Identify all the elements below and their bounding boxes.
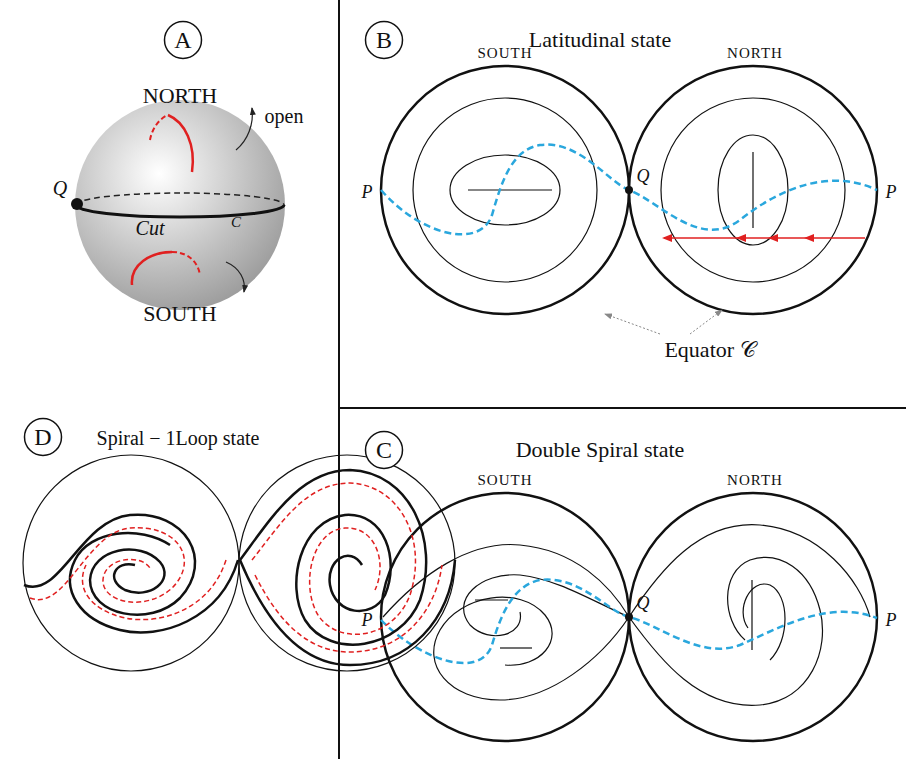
- panel-divider: [339, 0, 906, 759]
- figure-label: Q: [53, 178, 67, 198]
- panel-letter-circle: B: [361, 20, 407, 60]
- figure-label: SOUTH: [477, 473, 532, 488]
- figure-label: Q: [637, 594, 650, 612]
- sphere: [71, 100, 285, 310]
- figure-label: Equator 𝒞: [664, 339, 755, 361]
- spiral-one-loop-state: [23, 455, 455, 671]
- panel-letter: C: [361, 430, 407, 470]
- panel-letter: B: [361, 20, 407, 60]
- panel-letter-circle: A: [160, 20, 206, 60]
- double-spiral-state: [381, 493, 877, 741]
- figure-label: Latitudinal state: [529, 29, 671, 51]
- figure-label: NORTH: [727, 46, 783, 61]
- figure-label: SOUTH: [143, 303, 216, 325]
- panel-letter: A: [160, 20, 206, 60]
- figure-label: P: [886, 611, 897, 629]
- panel-letter-circle: C: [361, 430, 407, 470]
- figure-label: P: [362, 611, 373, 629]
- panel-letter: D: [20, 417, 66, 457]
- figure-label: Double Spiral state: [516, 439, 685, 461]
- figure-label: NORTH: [727, 473, 783, 488]
- panel-letter-circle: D: [20, 417, 66, 457]
- figure-label: NORTH: [143, 85, 217, 107]
- figure-label: C: [231, 215, 241, 230]
- figure-label: Spiral − 1Loop state: [97, 428, 260, 448]
- figure-label: open: [265, 106, 304, 126]
- figure-label: P: [362, 183, 373, 201]
- figure-label: Cut: [136, 218, 165, 238]
- figure-label: Q: [637, 167, 650, 185]
- figure-label: SOUTH: [477, 46, 532, 61]
- latitudinal-state: [381, 66, 877, 334]
- figure-label: P: [886, 183, 897, 201]
